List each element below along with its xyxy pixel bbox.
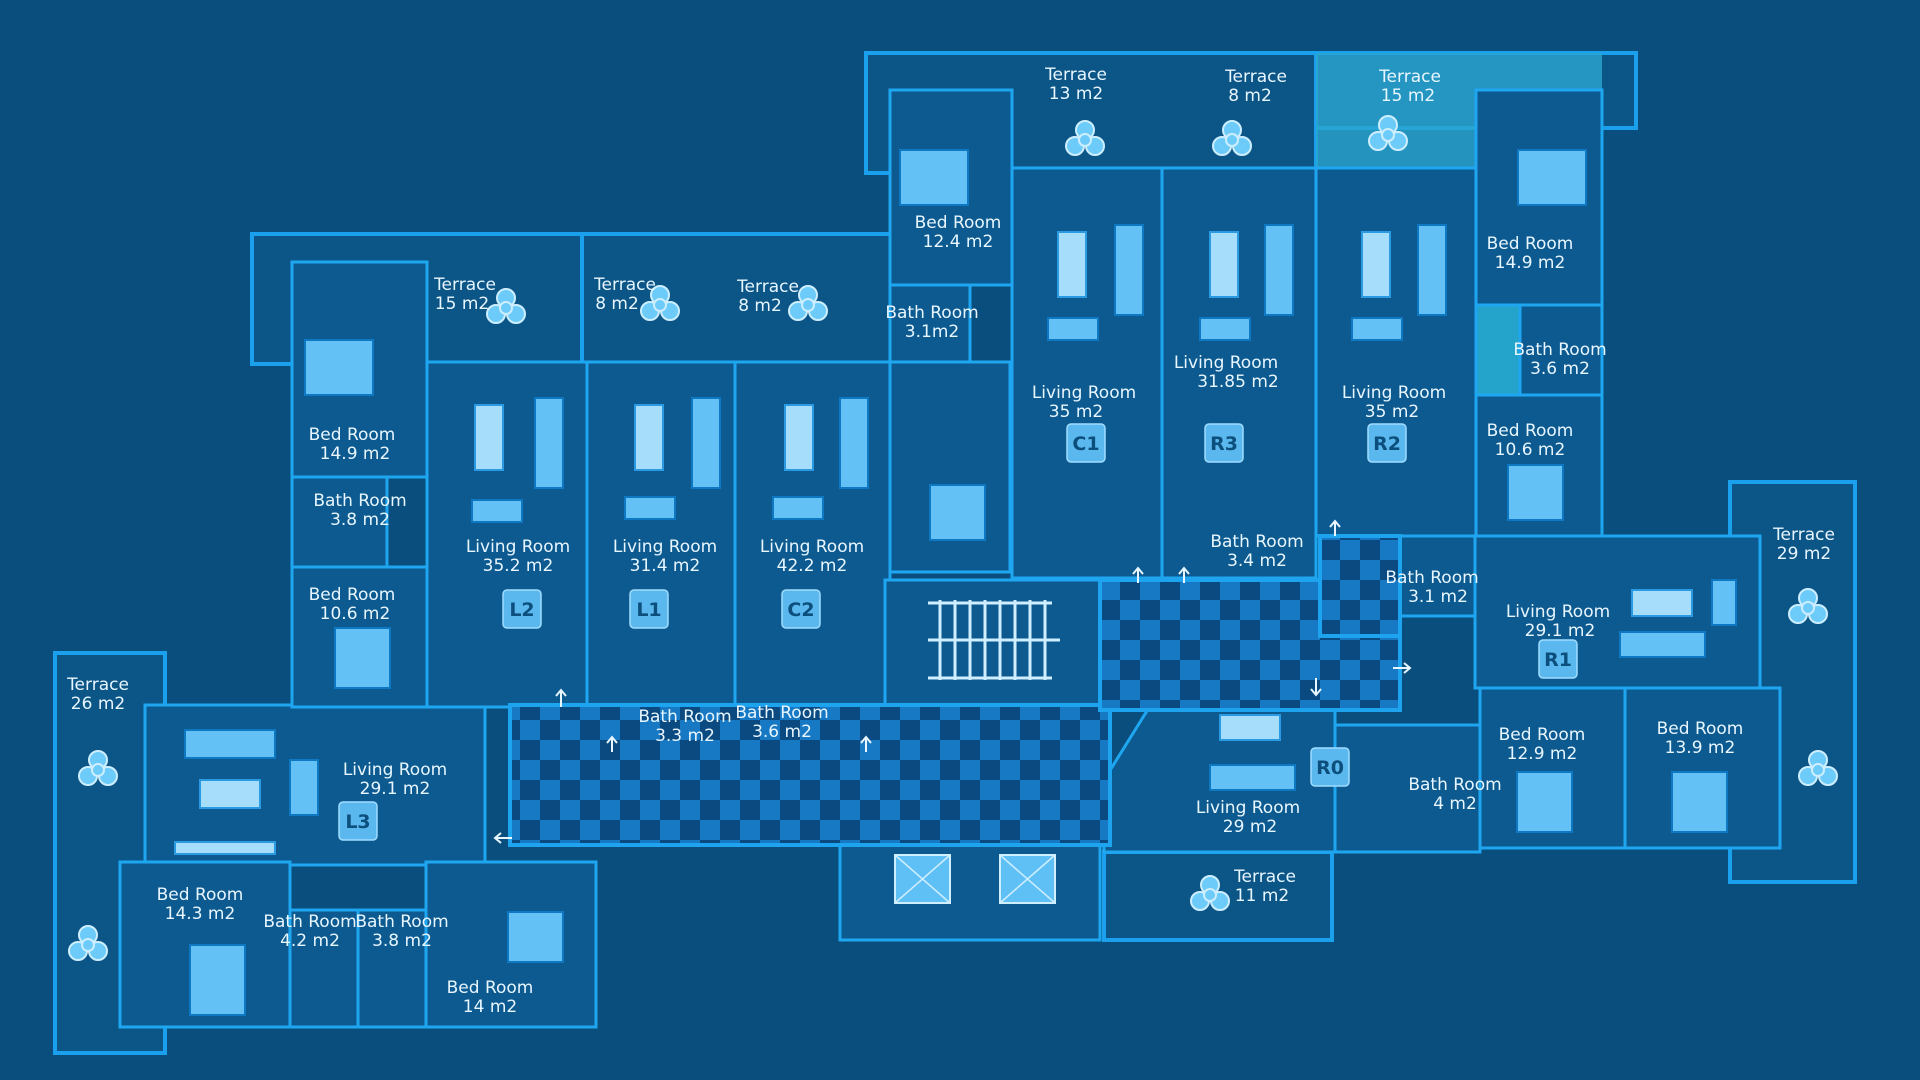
svg-text:R2: R2	[1373, 433, 1401, 455]
unit-badge-l2[interactable]: L2	[502, 589, 542, 629]
svg-text:C1: C1	[1072, 433, 1099, 455]
room-elevator-core	[838, 843, 1102, 942]
svg-text:R3: R3	[1210, 433, 1238, 455]
svg-text:R1: R1	[1544, 649, 1572, 671]
unit-badge-c1[interactable]: C1	[1066, 423, 1106, 463]
room-r1-bath	[1398, 534, 1477, 618]
corridor-floor-main	[508, 703, 1112, 847]
unit-badge-l1[interactable]: L1	[629, 589, 669, 629]
svg-text:R0: R0	[1316, 757, 1344, 779]
svg-text:L3: L3	[345, 811, 370, 833]
staircase	[928, 600, 1060, 680]
corridor-floor-upper	[1318, 534, 1402, 638]
unit-badge-l3[interactable]: L3	[338, 801, 378, 841]
furniture	[174, 149, 1737, 1016]
plants	[68, 115, 1838, 961]
unit-badge-r2[interactable]: R2	[1367, 423, 1407, 463]
unit-badges: L3 L2 L1 C2 C1 R3 R2 R1 R0	[338, 423, 1578, 841]
room-l3-bed-14	[424, 860, 598, 1029]
unit-badge-r0[interactable]: R0	[1310, 747, 1350, 787]
room-c1-bath	[888, 283, 972, 367]
unit-badge-r3[interactable]: R3	[1204, 423, 1244, 463]
elevators	[894, 854, 1056, 904]
svg-text:C2: C2	[787, 599, 814, 621]
entry-arrows	[493, 519, 1412, 844]
room-stair-core	[883, 578, 1102, 707]
room-l3-bath-4-2	[288, 908, 360, 1029]
room-l2-bath	[290, 475, 389, 569]
room-r0-bath	[1333, 723, 1482, 854]
room-l3-bath-3-8	[356, 908, 428, 1029]
unit-badge-c2[interactable]: C2	[781, 589, 821, 629]
corridor	[508, 534, 1402, 847]
room-r2-living	[1314, 166, 1478, 538]
unit-badge-r1[interactable]: R1	[1538, 639, 1578, 679]
svg-text:L2: L2	[509, 599, 534, 621]
svg-text:L1: L1	[636, 599, 661, 621]
